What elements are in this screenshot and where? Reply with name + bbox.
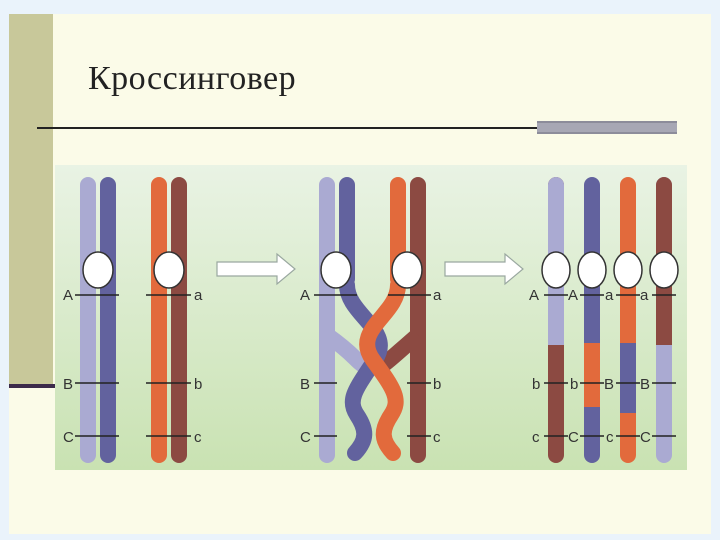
title-rule (37, 127, 537, 129)
crossing-over-diagram: A B C a b c A B C a (55, 165, 687, 470)
label-row1-4: a (640, 287, 649, 304)
label-C: C (300, 429, 311, 446)
label-C: C (63, 429, 74, 446)
label-a: a (194, 287, 203, 304)
label-A: A (300, 287, 310, 304)
gene-markers (75, 294, 191, 437)
slide-title: Кроссинговер (88, 60, 297, 97)
stage-2-chromosomes: A B C a b c (300, 177, 442, 463)
label-c: c (433, 429, 441, 446)
label-row3-2: C (568, 429, 579, 446)
left-bar-underline (9, 384, 55, 388)
centromere (82, 251, 114, 289)
label-row1-1: A (529, 287, 539, 304)
label-b: b (194, 376, 202, 393)
stage-3-chromosomes: A A a a b b B B c C c C (529, 177, 679, 463)
label-row2-3: B (604, 376, 614, 393)
label-row2-1: b (532, 376, 540, 393)
stage-1-chromosomes: A B C a b c (63, 177, 203, 463)
label-row3-1: c (532, 429, 540, 446)
label-B: B (300, 376, 310, 393)
label-B: B (63, 376, 73, 393)
label-row2-2: b (570, 376, 578, 393)
label-b: b (433, 376, 441, 393)
label-a: a (433, 287, 442, 304)
label-row2-4: B (640, 376, 650, 393)
chromatid-purple (100, 177, 116, 463)
arrow-right-icon (216, 252, 296, 286)
chromatid-brown (171, 177, 187, 463)
label-row3-3: c (606, 429, 614, 446)
label-A: A (63, 287, 73, 304)
label-c: c (194, 429, 202, 446)
left-decorative-bar (9, 14, 53, 386)
chromatid-lavender (80, 177, 96, 463)
label-row1-3: a (605, 287, 614, 304)
title-rule-accent (537, 121, 677, 134)
label-row3-4: C (640, 429, 651, 446)
label-row1-2: A (568, 287, 578, 304)
centromere (153, 251, 185, 289)
chromatid-orange (151, 177, 167, 463)
arrow-right-icon (444, 252, 524, 286)
